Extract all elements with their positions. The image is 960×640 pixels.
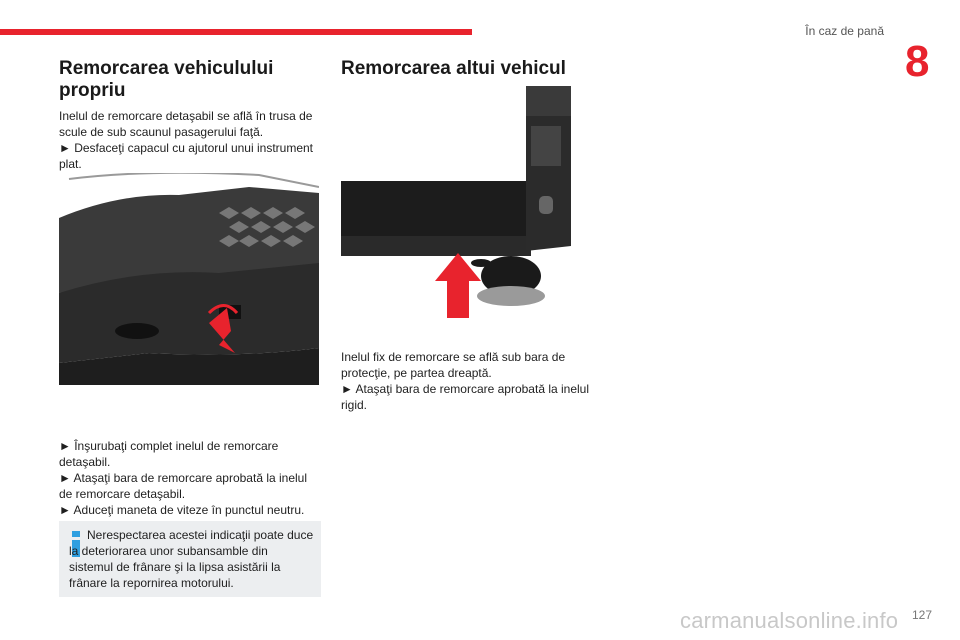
chapter-number: 8: [905, 37, 930, 86]
left-column: Remorcarea vehiculului propriu Inelul de…: [59, 58, 321, 172]
left-intro: Inelul de remorcare detaşabil se află în…: [59, 109, 313, 139]
left-step-1: ► Desfaceţi capacul cu ajutorul unui ins…: [59, 141, 314, 171]
page-number: 127: [911, 608, 932, 622]
right-intro: Inelul fix de remorcare se află sub bara…: [341, 350, 566, 380]
section-title-other-vehicle: Remorcarea altui vehicul: [341, 58, 566, 79]
info-note-text: Nerespectarea acestei indicaţii poate du…: [69, 528, 314, 590]
left-step-4: ► Aduceţi maneta de viteze în punctul ne…: [59, 503, 305, 517]
left-steps: ► Înşurubaţi complet inelul de remorcare…: [59, 438, 321, 518]
rear-tow-ring-image: [341, 86, 571, 322]
right-step-1: ► Ataşaţi bara de remorcare aprobată la …: [341, 382, 590, 412]
header-accent-bar: [0, 29, 472, 35]
watermark: carmanualsonline.info: [680, 608, 899, 633]
info-note: Nerespectarea acestei indicaţii poate du…: [59, 521, 321, 597]
section-title-own-vehicle: Remorcarea vehiculului propriu: [59, 58, 274, 101]
middle-column: Remorcarea altui vehicul: [341, 58, 603, 80]
front-bumper-image: [59, 173, 319, 385]
info-icon: [72, 531, 80, 557]
right-text: Inelul fix de remorcare se află sub bara…: [341, 349, 603, 413]
left-step-2: ► Înşurubaţi complet inelul de remorcare…: [59, 439, 279, 469]
running-header: În caz de pană: [805, 24, 884, 38]
left-step-3: ► Ataşaţi bara de remorcare aprobată la …: [59, 471, 308, 501]
